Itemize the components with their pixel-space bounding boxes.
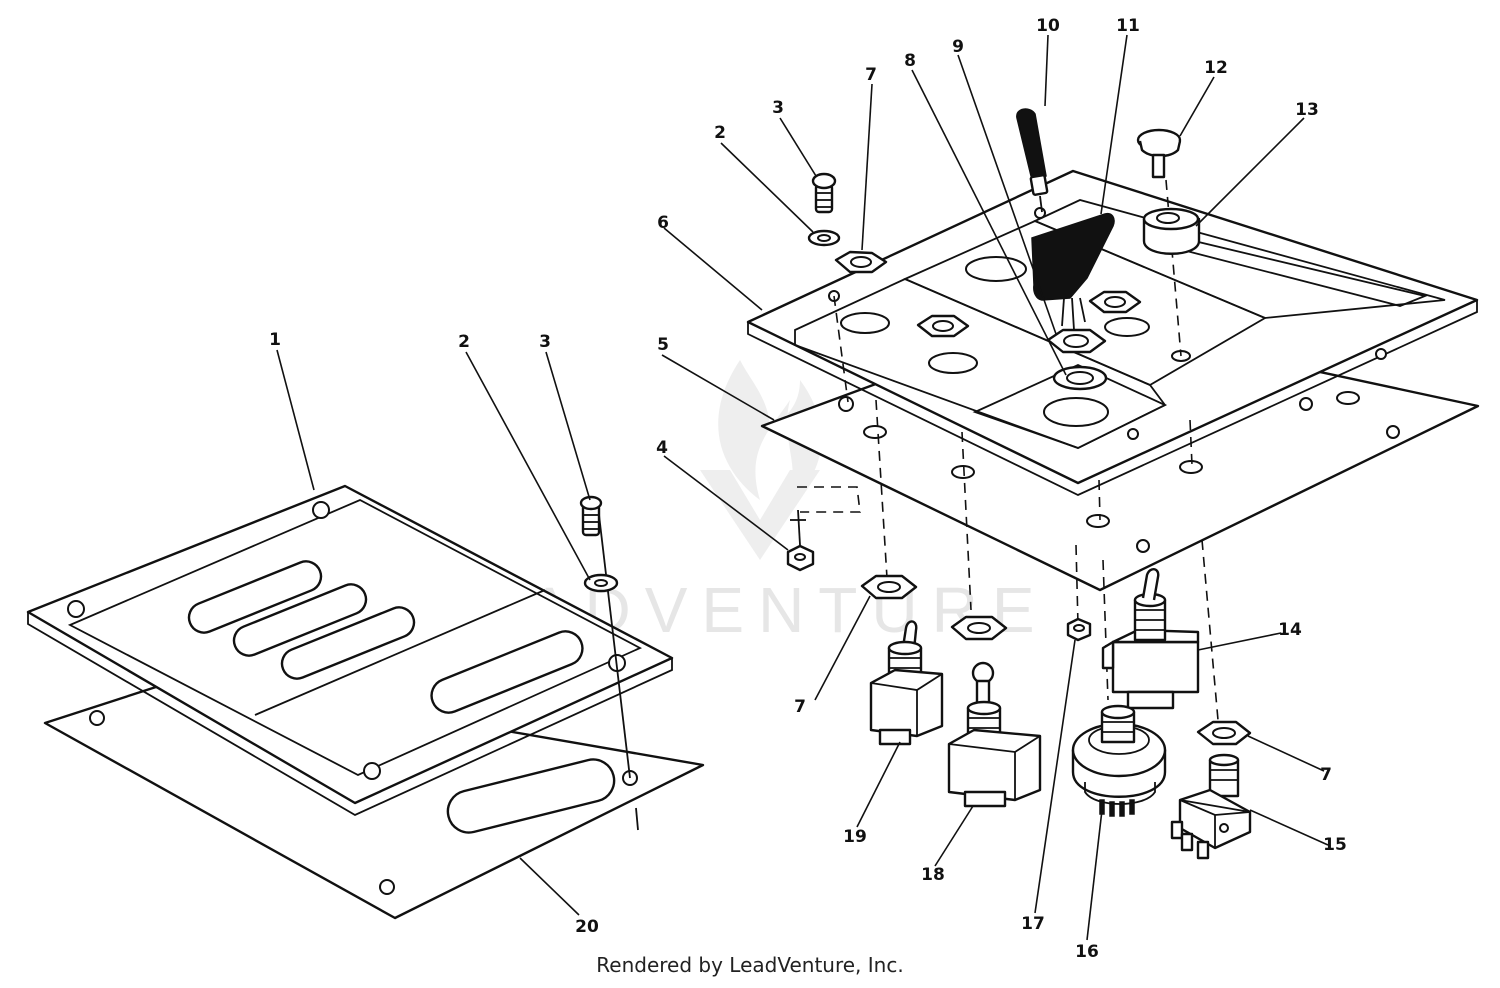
callouts: 1 2 3 2 3 4 5 6 7 8 9 10 11 12 13 14 7 1…	[269, 16, 1347, 962]
callout-10: 10	[1036, 16, 1060, 36]
callout-11: 11	[1116, 16, 1140, 36]
rotary-switch-16	[1071, 704, 1167, 817]
callout-19: 19	[843, 827, 867, 847]
callout-16: 16	[1075, 942, 1099, 962]
micro-switch-15	[1170, 753, 1252, 860]
vent-plate-1	[26, 484, 674, 817]
knob-12	[1136, 128, 1182, 179]
callout-7-right: 7	[1320, 765, 1332, 785]
nut-17	[1066, 617, 1092, 642]
callout-18: 18	[921, 865, 945, 885]
nut-7-right	[1196, 720, 1252, 746]
bezel-nut-left	[916, 314, 970, 338]
gasket-plate-20	[43, 674, 705, 920]
callout-9: 9	[952, 37, 964, 57]
callout-1: 1	[269, 330, 281, 350]
callout-2-left: 2	[458, 332, 470, 352]
alignment-lines	[790, 179, 1219, 721]
nut-7-middle	[860, 574, 918, 600]
callout-6: 6	[657, 213, 669, 233]
bushing-13	[1142, 207, 1201, 255]
callout-5: 5	[657, 335, 669, 355]
nut-9	[1046, 328, 1107, 354]
callout-14: 14	[1278, 620, 1302, 640]
callout-4: 4	[656, 438, 668, 458]
callout-8: 8	[904, 51, 916, 71]
callout-3-right: 3	[772, 98, 784, 118]
render-credit: Rendered by LeadVenture, Inc.	[596, 953, 904, 977]
washer-2-right	[807, 229, 841, 247]
callout-13: 13	[1295, 100, 1319, 120]
callout-2-right: 2	[714, 123, 726, 143]
callout-17: 17	[1021, 914, 1045, 934]
screw-3-right	[811, 172, 837, 214]
callout-7-top: 7	[865, 65, 877, 85]
callout-12: 12	[1204, 58, 1228, 78]
nut-4	[786, 544, 815, 572]
callout-3-left: 3	[539, 332, 551, 352]
callout-15: 15	[1323, 835, 1347, 855]
nut-18	[950, 615, 1008, 641]
nut-7-top	[834, 250, 888, 274]
leader-lines	[276, 34, 1329, 941]
lockwasher-8	[1052, 365, 1108, 391]
callout-7-middle: 7	[794, 697, 806, 717]
toggle-switch-18	[947, 661, 1042, 808]
toggle-switch-14	[1101, 568, 1200, 710]
washer-2-left	[583, 573, 619, 593]
callout-20: 20	[575, 917, 599, 937]
bezel-nut-right	[1088, 290, 1142, 314]
ignition-switch-11	[1031, 212, 1115, 331]
key-10	[1016, 108, 1049, 213]
screw-3-left	[579, 495, 631, 779]
toggle-switch-19	[869, 620, 944, 746]
